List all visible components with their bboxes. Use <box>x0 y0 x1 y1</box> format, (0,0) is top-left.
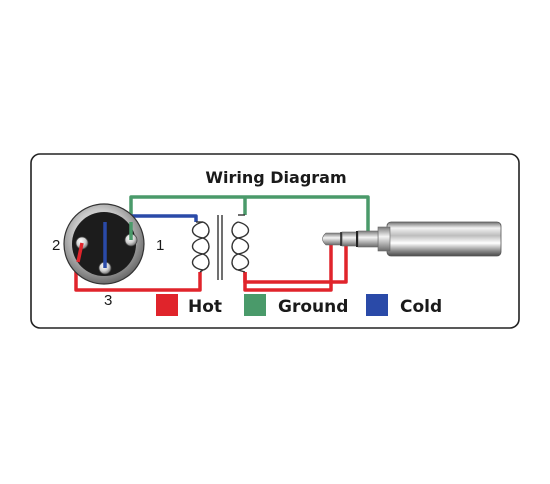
trs-plug-icon <box>322 221 502 257</box>
pin-label-1: 1 <box>156 237 164 254</box>
legend-swatch-ground <box>244 294 266 316</box>
legend: Hot Ground Cold <box>156 294 442 317</box>
audio-transformer-icon <box>191 214 250 280</box>
wire-ends <box>76 222 133 268</box>
pin-label-3: 3 <box>104 292 112 309</box>
legend-label-hot: Hot <box>188 297 222 317</box>
legend-swatch-cold <box>366 294 388 316</box>
xlr-connector-icon <box>63 203 145 285</box>
legend-label-cold: Cold <box>400 297 442 317</box>
legend-label-ground: Ground <box>278 297 348 317</box>
legend-item-cold: Cold <box>366 294 442 317</box>
legend-item-ground: Ground <box>244 294 348 317</box>
legend-item-hot: Hot <box>156 294 222 317</box>
pin-label-2: 2 <box>52 237 60 254</box>
legend-swatch-hot <box>156 294 178 316</box>
diagram-title: Wiring Diagram <box>205 168 346 187</box>
